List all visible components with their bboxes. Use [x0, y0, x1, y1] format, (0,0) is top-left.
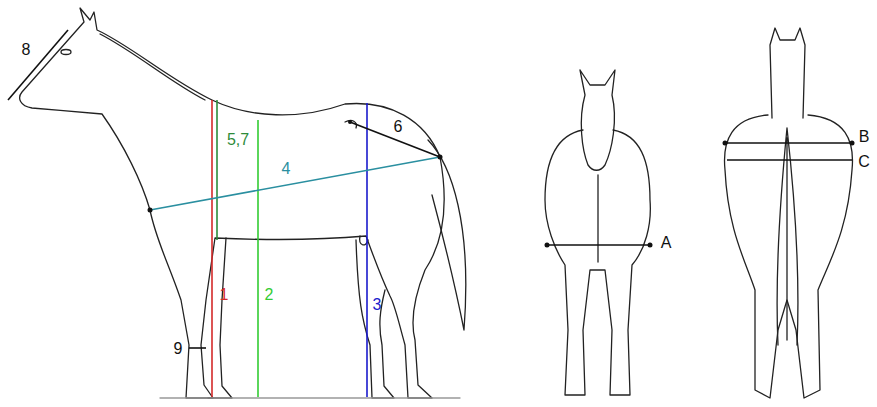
horse-front-head [580, 70, 615, 170]
horse-side-outline [20, 8, 444, 398]
measure-2 [257, 120, 259, 397]
horse-back-body [724, 115, 852, 398]
horse-front-body [545, 130, 650, 395]
horse-side-far-hindleg [356, 240, 394, 398]
measure-a [547, 244, 650, 246]
callout-label: 9 [174, 340, 183, 358]
callout-label: C [858, 153, 870, 171]
measure-4 [150, 157, 440, 210]
measure-1 [211, 100, 213, 397]
horse-front-chest [597, 175, 598, 262]
measure-9 [189, 347, 206, 349]
callout-label: 4 [282, 160, 291, 178]
horse-side-mane [100, 34, 205, 100]
measure-dot [723, 141, 728, 146]
measure-dot [850, 141, 855, 146]
callout-label: 2 [265, 286, 274, 304]
measure-dot [648, 243, 653, 248]
measure-dot [438, 155, 443, 160]
ground-line [160, 397, 460, 398]
measure-8 [8, 30, 68, 100]
callout-label: 3 [373, 296, 382, 314]
measure-5-7 [216, 100, 218, 240]
measure-3 [366, 103, 368, 397]
measure-dot [545, 243, 550, 248]
horse-side-tail [428, 140, 466, 330]
callout-label: B [859, 128, 870, 146]
callout-label: 8 [22, 41, 31, 59]
measure-dot [148, 208, 153, 213]
measure-b [725, 142, 852, 144]
measure-dot [348, 120, 352, 124]
callout-label: 6 [394, 118, 403, 136]
horse-side-eye [61, 50, 71, 55]
callout-label: 5,7 [227, 131, 249, 149]
horse-back-head [770, 28, 805, 118]
callout-label: 1 [220, 286, 229, 304]
measure-c [727, 159, 852, 161]
callout-label: A [661, 234, 672, 252]
